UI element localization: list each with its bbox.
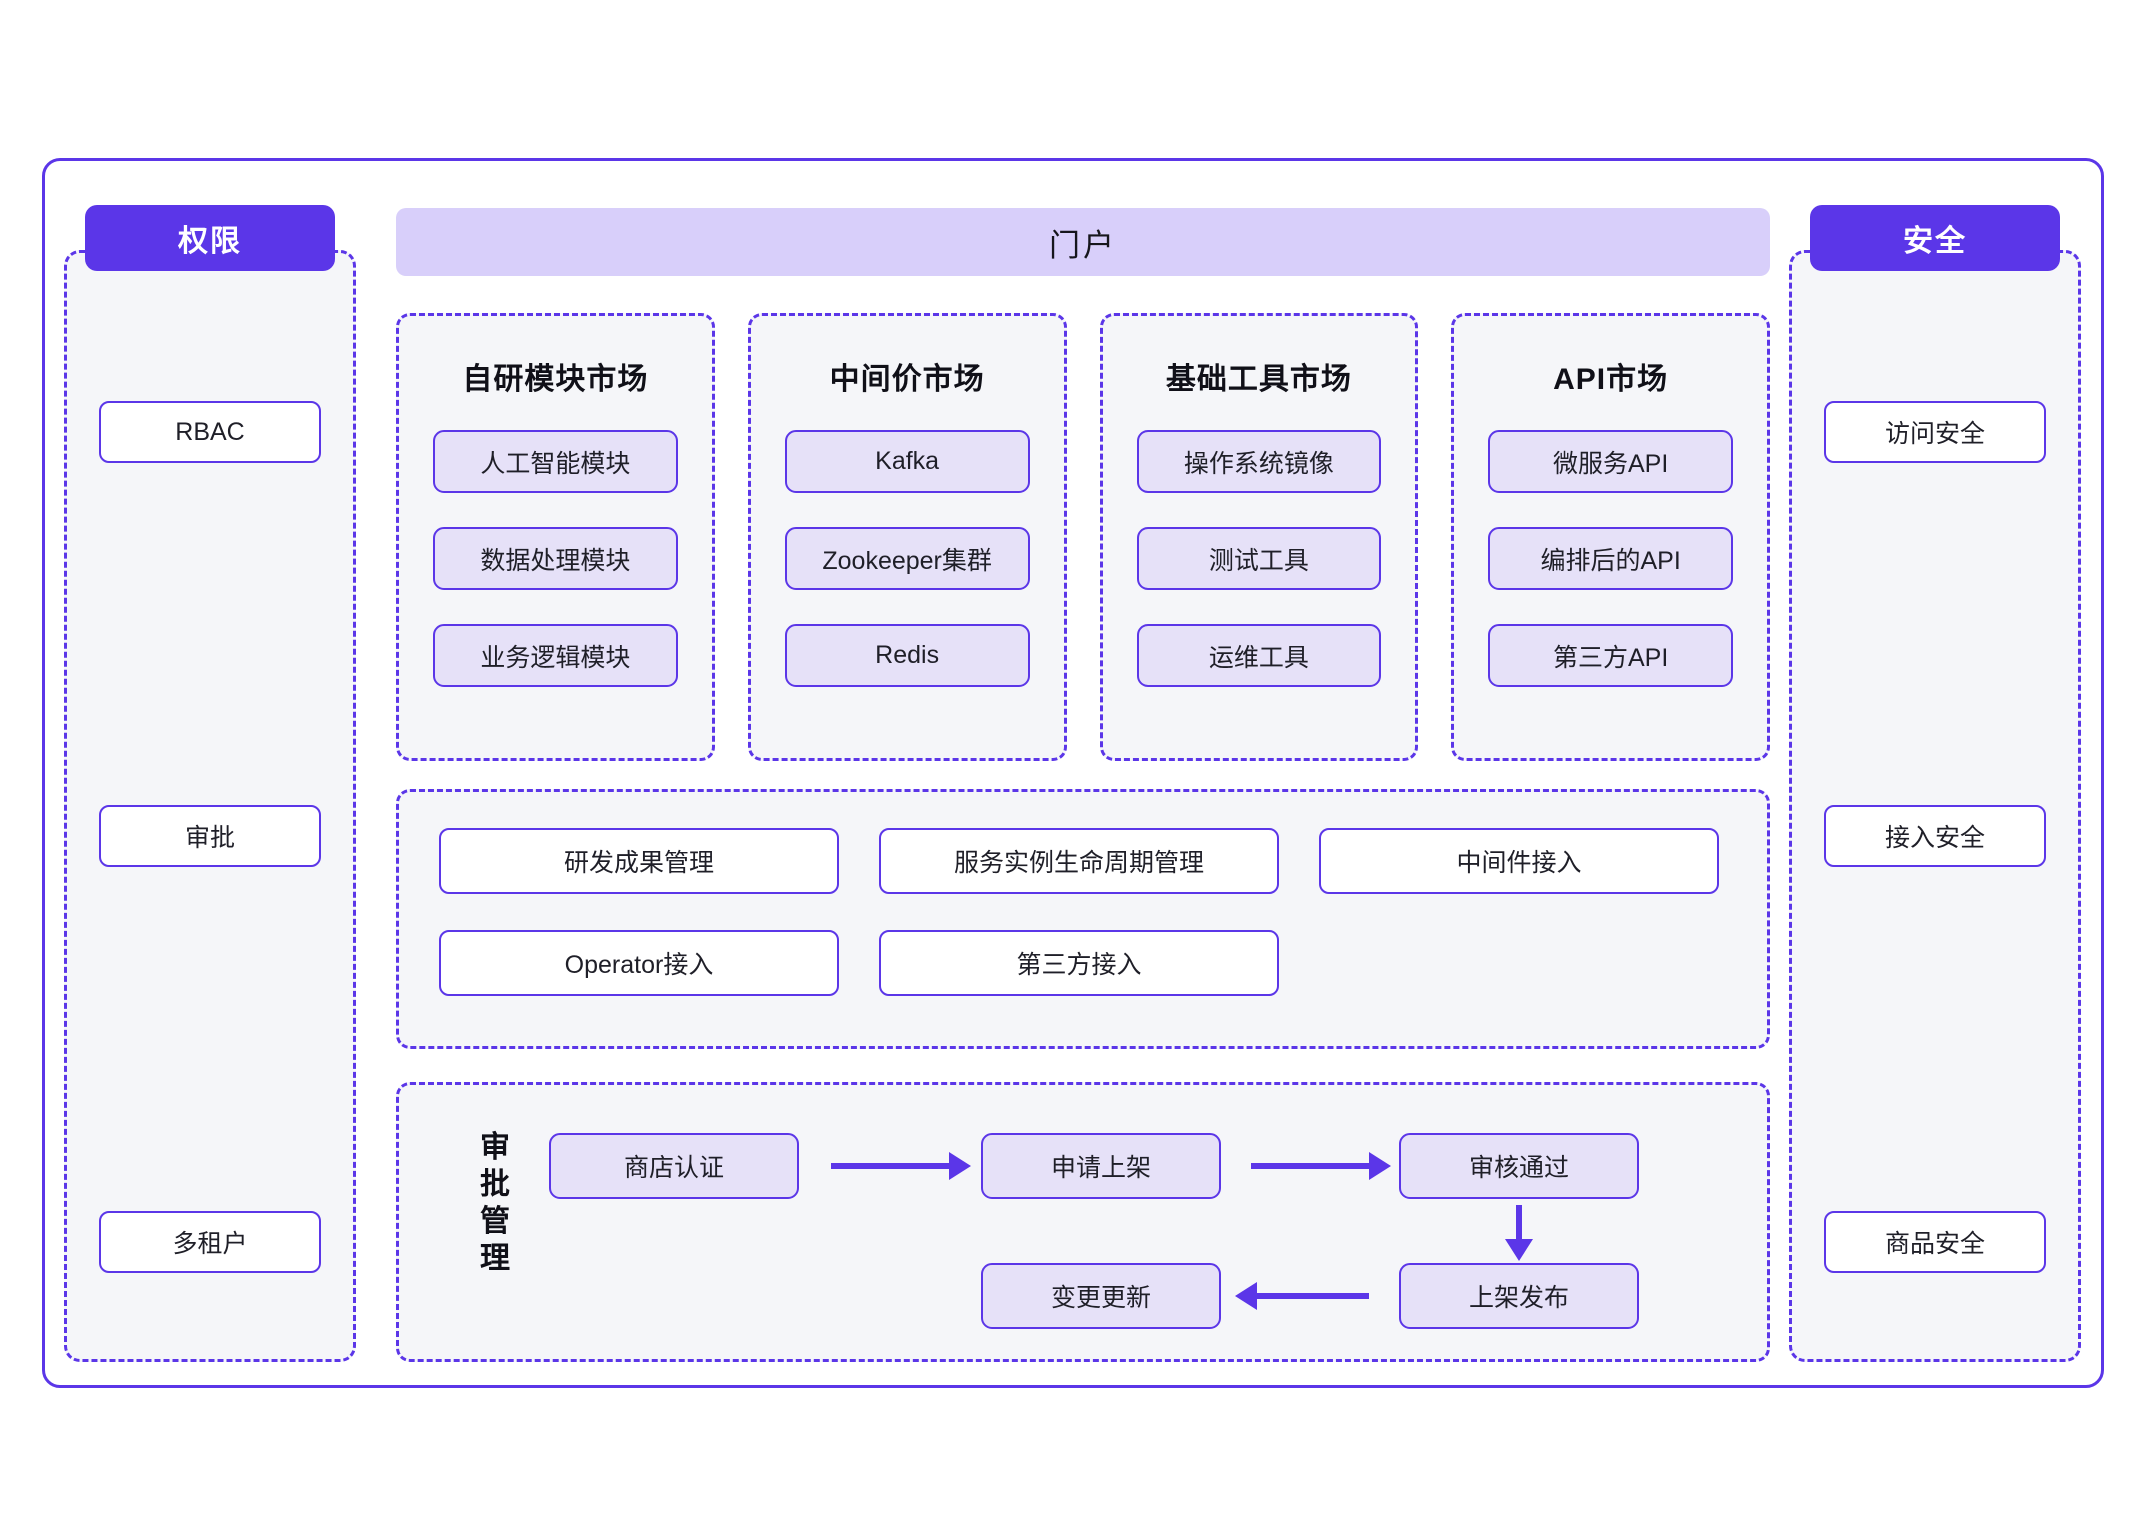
security-item-connection[interactable]: 接入安全 <box>1824 805 2046 867</box>
capability-item-service-lifecycle[interactable]: 服务实例生命周期管理 <box>879 828 1279 894</box>
security-item-product[interactable]: 商品安全 <box>1824 1211 2046 1273</box>
permission-item-label: RBAC <box>175 417 245 446</box>
flow-node-apply-listing[interactable]: 申请上架 <box>981 1133 1221 1199</box>
market-item[interactable]: 数据处理模块 <box>433 527 678 590</box>
flow-node-published[interactable]: 上架发布 <box>1399 1263 1639 1329</box>
portal-title: 门户 <box>1049 227 1117 263</box>
market-card-self-developed: 自研模块市场 人工智能模块 数据处理模块 业务逻辑模块 <box>396 313 715 761</box>
market-card-middleware: 中间价市场 Kafka Zookeeper集群 Redis <box>747 313 1067 761</box>
security-item-label: 接入安全 <box>1884 824 1985 852</box>
capability-item-middleware-access[interactable]: 中间件接入 <box>1319 828 1719 894</box>
permission-item-approval[interactable]: 审批 <box>99 805 321 867</box>
market-item[interactable]: 运维工具 <box>1136 624 1382 687</box>
permissions-column: RBAC 审批 多租户 <box>64 250 356 1362</box>
market-item[interactable]: Zookeeper集群 <box>784 527 1030 590</box>
approval-flow-label: 审 批 管 理 <box>473 1129 517 1277</box>
permission-item-label: 多租户 <box>172 1230 248 1258</box>
market-item[interactable]: 人工智能模块 <box>433 430 678 493</box>
market-title: 中间价市场 <box>829 363 985 396</box>
approval-flow-label-char: 审 <box>480 1131 510 1164</box>
security-badge: 安全 <box>1810 205 2060 271</box>
security-column: 访问安全 接入安全 商品安全 <box>1789 250 2081 1362</box>
permission-item-multitenant[interactable]: 多租户 <box>99 1211 321 1273</box>
arrow-right-icon <box>831 1152 971 1180</box>
market-item[interactable]: 微服务API <box>1488 430 1733 493</box>
arrow-right-icon <box>1251 1152 1391 1180</box>
market-item[interactable]: 业务逻辑模块 <box>433 624 678 687</box>
market-row: 自研模块市场 人工智能模块 数据处理模块 业务逻辑模块 中间价市场 Kafka … <box>396 313 1770 761</box>
arrow-down-icon <box>1505 1205 1533 1261</box>
security-item-label: 商品安全 <box>1884 1230 1985 1258</box>
market-item[interactable]: 编排后的API <box>1488 527 1733 590</box>
market-item[interactable]: Redis <box>784 624 1030 687</box>
market-card-api: API市场 微服务API 编排后的API 第三方API <box>1451 313 1770 761</box>
capability-item-thirdparty-access[interactable]: 第三方接入 <box>879 930 1279 996</box>
arrow-left-icon <box>1235 1282 1369 1310</box>
capability-item-rd-results[interactable]: 研发成果管理 <box>439 828 839 894</box>
market-title: 自研模块市场 <box>462 363 649 396</box>
permissions-badge-label: 权限 <box>178 225 242 258</box>
security-badge-label: 安全 <box>1903 225 1967 258</box>
market-item[interactable]: 测试工具 <box>1136 527 1382 590</box>
permission-item-label: 审批 <box>184 824 235 852</box>
approval-flow-label-char: 理 <box>480 1242 510 1275</box>
market-title: API市场 <box>1553 363 1669 396</box>
permissions-badge: 权限 <box>85 205 335 271</box>
market-card-base-tools: 基础工具市场 操作系统镜像 测试工具 运维工具 <box>1099 313 1419 761</box>
capability-row-2: Operator接入 第三方接入 <box>439 930 1727 996</box>
approval-flow-section: 审 批 管 理 商店认证 申请上架 审核通过 上架发布 变更更新 <box>396 1082 1770 1362</box>
capability-row-1: 研发成果管理 服务实例生命周期管理 中间件接入 <box>439 828 1727 894</box>
market-title: 基础工具市场 <box>1165 363 1352 396</box>
capability-section: 研发成果管理 服务实例生命周期管理 中间件接入 Operator接入 第三方接入 <box>396 789 1770 1049</box>
market-item[interactable]: Kafka <box>784 430 1030 493</box>
approval-flow-label-char: 管 <box>480 1205 510 1238</box>
market-item[interactable]: 第三方API <box>1488 624 1733 687</box>
capability-item-operator-access[interactable]: Operator接入 <box>439 930 839 996</box>
security-item-label: 访问安全 <box>1884 420 1985 448</box>
portal-header: 门户 <box>396 208 1770 276</box>
permission-item-rbac[interactable]: RBAC <box>99 401 321 463</box>
flow-node-shop-cert[interactable]: 商店认证 <box>549 1133 799 1199</box>
flow-node-approved[interactable]: 审核通过 <box>1399 1133 1639 1199</box>
market-item[interactable]: 操作系统镜像 <box>1136 430 1382 493</box>
approval-flow-label-char: 批 <box>480 1168 510 1201</box>
flow-node-change-update[interactable]: 变更更新 <box>981 1263 1221 1329</box>
security-item-access[interactable]: 访问安全 <box>1824 401 2046 463</box>
